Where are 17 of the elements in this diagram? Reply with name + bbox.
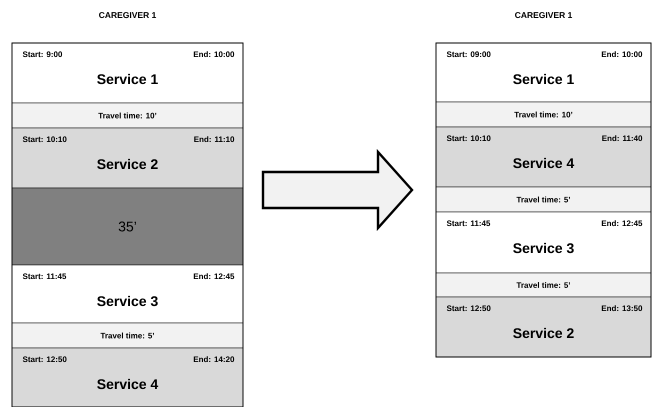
- service-block: Start: 11:45 End: 12:45 Service 3: [12, 264, 244, 324]
- idle-gap-block: 35’: [12, 188, 244, 266]
- service-block: Start: 12:50 End: 14:20 Service 4: [12, 348, 244, 407]
- column-heading: CAREGIVER 1: [99, 12, 156, 18]
- travel-time-band: Travel time: 10’: [12, 102, 244, 128]
- travel-time-band: Travel time: 5’: [436, 272, 652, 298]
- service-block: Start: 9:00 End: 10:00 Service 1: [12, 42, 244, 104]
- service-block: Start: 10:10 End: 11:10 Service 2: [12, 128, 244, 188]
- service-block: Start: 11:45 End: 12:45 Service 3: [436, 212, 652, 274]
- service-block: Start: 09:00 End: 10:00 Service 1: [436, 42, 652, 102]
- travel-time-band: Travel time: 5’: [436, 186, 652, 212]
- block-arrow: [262, 148, 414, 232]
- service-block: Start: 12:50 End: 13:50 Service 2: [436, 296, 652, 358]
- column-heading: CAREGIVER 1: [515, 12, 572, 18]
- service-block: Start: 10:10 End: 11:40 Service 4: [436, 126, 652, 188]
- travel-time-band: Travel time: 5’: [12, 322, 244, 348]
- travel-time-band: Travel time: 10’: [436, 102, 652, 128]
